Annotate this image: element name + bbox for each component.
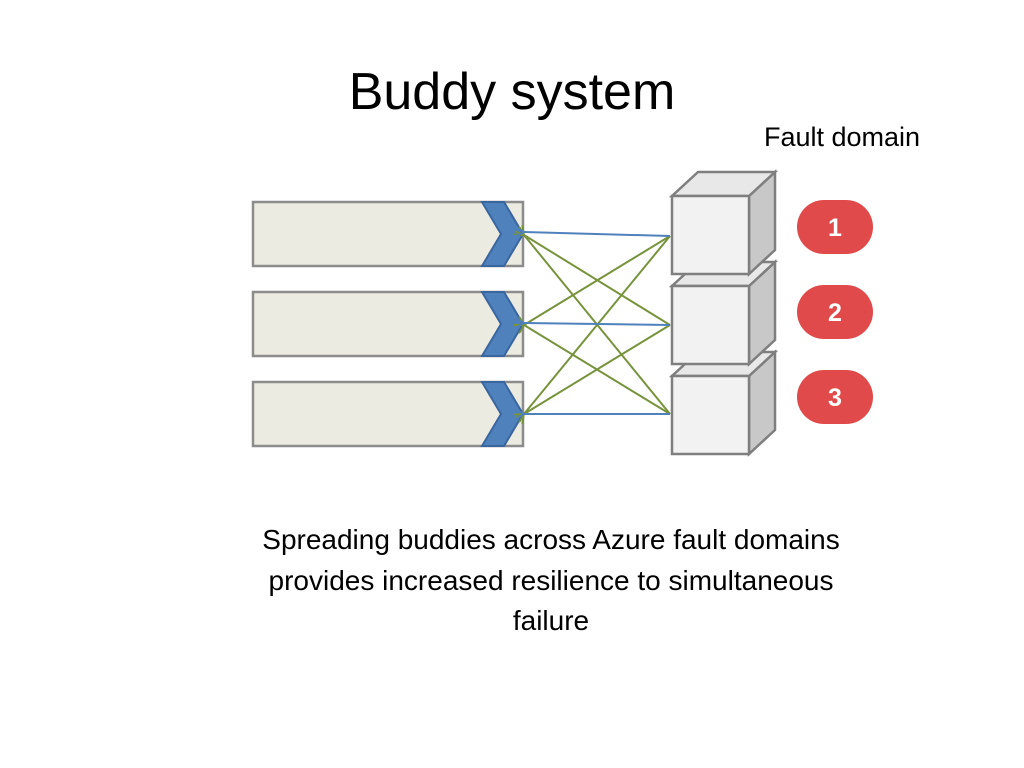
chevron-icon bbox=[480, 291, 525, 357]
direct-link bbox=[524, 232, 671, 236]
direct-links bbox=[524, 232, 671, 414]
buddy-bar-1 bbox=[251, 200, 525, 268]
buddy-bar-2 bbox=[251, 290, 525, 358]
fault-domain-badge-3: 3 bbox=[797, 370, 873, 424]
direct-link bbox=[524, 323, 671, 325]
chevron-icon bbox=[480, 381, 525, 447]
fault-domain-number: 2 bbox=[828, 299, 842, 327]
chevron-icon bbox=[480, 201, 525, 267]
buddy-bar-3 bbox=[251, 380, 525, 448]
cross-link bbox=[524, 235, 671, 326]
slide-caption: Spreading buddies across Azure fault dom… bbox=[262, 524, 840, 637]
fault-domain-badge-2: 2 bbox=[797, 285, 873, 339]
fault-domain-number: 1 bbox=[828, 214, 842, 242]
fault-domain-label: Fault domain bbox=[763, 122, 921, 152]
slide-title: Buddy system bbox=[348, 63, 676, 121]
server-cube-1 bbox=[668, 169, 779, 277]
fault-domain-badge-1: 1 bbox=[797, 200, 873, 254]
cross-link bbox=[524, 325, 671, 415]
fault-domain-number: 3 bbox=[828, 384, 842, 412]
server-cube-3 bbox=[668, 349, 779, 457]
server-cube-2 bbox=[668, 259, 779, 367]
